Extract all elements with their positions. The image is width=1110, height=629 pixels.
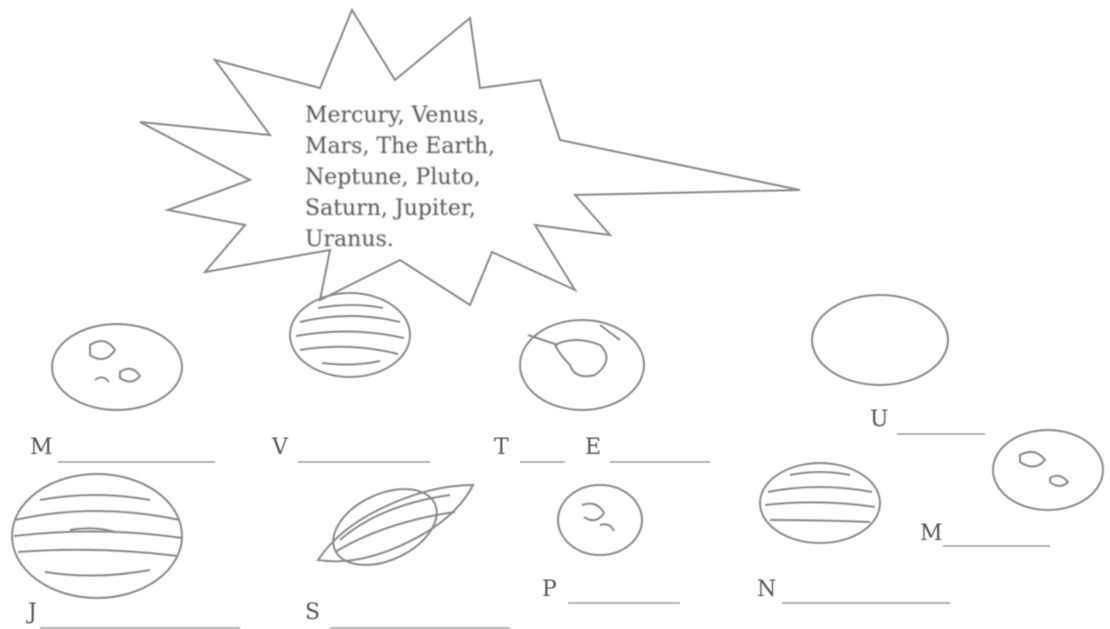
planet-venus <box>290 293 410 377</box>
word-bank: Mercury, Venus, Mars, The Earth, Neptune… <box>305 100 555 255</box>
label-uranus: U <box>870 407 889 432</box>
word-bank-line: Uranus. <box>305 224 555 255</box>
label-saturn: S <box>305 600 320 625</box>
label-mercury: M <box>30 435 53 460</box>
planet-pluto <box>558 485 642 555</box>
planet-earth <box>520 320 644 410</box>
planet-mercury <box>52 324 182 410</box>
label-venus: V <box>272 435 288 460</box>
label-earth-t: T <box>494 435 509 460</box>
label-earth-e: E <box>585 435 601 460</box>
word-bank-line: Mercury, Venus, <box>305 100 555 131</box>
label-neptune: N <box>757 577 776 602</box>
label-pluto: P <box>542 577 557 602</box>
planet-neptune <box>760 463 880 543</box>
planet-saturn <box>318 474 473 580</box>
planet-jupiter <box>12 474 182 598</box>
word-bank-line: Saturn, Jupiter, <box>305 193 555 224</box>
planet-mars <box>993 430 1103 510</box>
word-bank-line: Mars, The Earth, <box>305 131 555 162</box>
word-bank-line: Neptune, Pluto, <box>305 162 555 193</box>
planet-uranus <box>812 295 948 385</box>
label-jupiter: J <box>28 600 37 625</box>
label-mars: M <box>920 521 943 546</box>
